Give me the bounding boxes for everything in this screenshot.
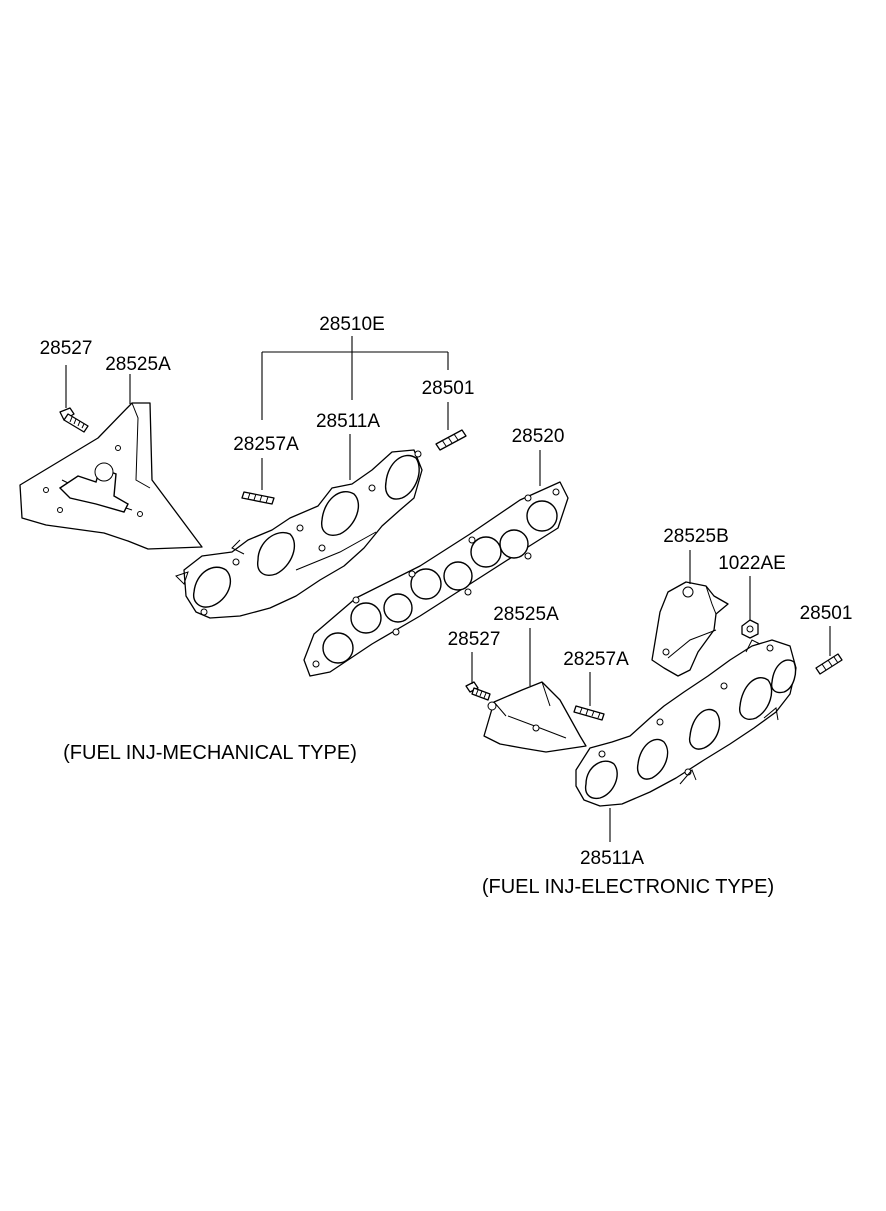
label-28525A-left: 28525A	[105, 354, 171, 375]
heat-protector-upper-right	[651, 581, 729, 677]
label-28527-right: 28527	[448, 629, 501, 650]
stud-icon	[815, 653, 843, 675]
leader-lines	[65, 336, 831, 842]
heat-protector-left	[19, 402, 203, 550]
label-1022AE: 1022AE	[718, 553, 786, 574]
exhaust-manifold-left	[175, 449, 423, 619]
label-28520: 28520	[512, 426, 565, 447]
label-28501-right: 28501	[800, 603, 853, 624]
stud-icon	[573, 705, 605, 721]
heat-protector-lower-right	[483, 681, 587, 753]
label-28257A-right: 28257A	[563, 649, 629, 670]
stud-icon	[241, 491, 275, 505]
label-28525B: 28525B	[663, 526, 729, 547]
label-28511A-left: 28511A	[316, 411, 380, 432]
part-labels: 28510E 28527 28525A 28501 28511A 28257A …	[40, 314, 853, 869]
label-28510E: 28510E	[319, 314, 385, 335]
nut-icon	[741, 619, 759, 639]
stud-icon	[435, 429, 467, 451]
exhaust-manifold-right	[575, 639, 797, 807]
caption-mechanical: (FUEL INJ-MECHANICAL TYPE)	[63, 742, 357, 764]
label-28257A-left: 28257A	[233, 434, 299, 455]
bolt-icon	[465, 681, 491, 701]
gasket	[303, 481, 569, 677]
label-28525A-right: 28525A	[493, 604, 559, 625]
label-28511A-right: 28511A	[580, 848, 644, 869]
label-28527-left: 28527	[40, 338, 93, 359]
caption-electronic: (FUEL INJ-ELECTRONIC TYPE)	[482, 876, 774, 898]
label-28501-left: 28501	[422, 378, 475, 399]
bolt-icon	[59, 407, 89, 433]
